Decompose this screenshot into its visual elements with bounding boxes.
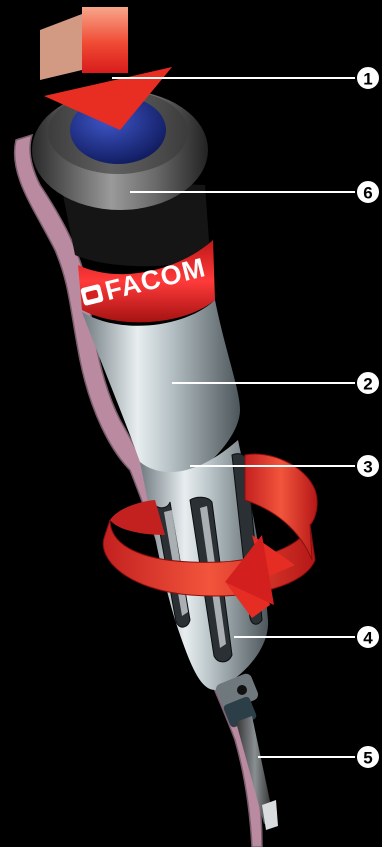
callout-label: 4 — [363, 629, 373, 648]
callout-badge-3: 3 — [356, 454, 380, 478]
bit-tip — [262, 800, 278, 830]
callout-label: 5 — [363, 749, 372, 768]
callout-label: 1 — [363, 70, 372, 89]
callout-badge-2: 2 — [356, 371, 380, 395]
callout-badges: 1 6 2 3 4 5 — [356, 66, 380, 769]
callout-badge-6: 6 — [356, 180, 380, 204]
callout-label: 2 — [363, 375, 372, 394]
callout-label: 6 — [363, 184, 372, 203]
callout-badge-4: 4 — [356, 625, 380, 649]
callout-badge-5: 5 — [356, 745, 380, 769]
callout-label: 3 — [363, 458, 372, 477]
callout-badge-1: 1 — [356, 66, 380, 90]
